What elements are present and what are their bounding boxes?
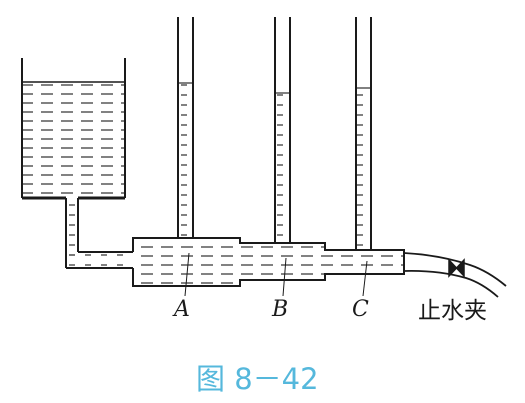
vertical-tube-b — [274, 17, 291, 243]
tube-b-water — [276, 93, 289, 243]
container-water — [23, 82, 124, 197]
rubber-outlet-tube — [403, 252, 507, 298]
tube-c-water — [357, 88, 370, 250]
label-point-c: C — [352, 297, 369, 322]
outlet-pipe-water-elbow — [67, 252, 133, 267]
vertical-tube-c — [355, 17, 372, 250]
section-medium-water — [240, 244, 325, 280]
label-point-b: B — [271, 297, 288, 322]
label-point-a: A — [172, 297, 190, 322]
label-clamp: 止水夹 — [418, 298, 487, 324]
pinch-clamp-icon[interactable] — [448, 258, 465, 278]
water-container — [21, 58, 126, 200]
horizontal-tube-outline — [132, 237, 405, 287]
vertical-tube-a — [177, 17, 194, 239]
leader-line-a — [184, 252, 190, 297]
outlet-pipe — [65, 198, 133, 269]
leader-line-c — [362, 260, 368, 297]
outlet-pipe-water — [67, 200, 77, 258]
figure-caption: 图 8－42 — [196, 362, 319, 396]
section-narrow-water — [325, 251, 404, 274]
tube-a-water — [179, 83, 192, 239]
leader-line-b — [282, 257, 287, 297]
horizontal-tube — [132, 237, 405, 287]
